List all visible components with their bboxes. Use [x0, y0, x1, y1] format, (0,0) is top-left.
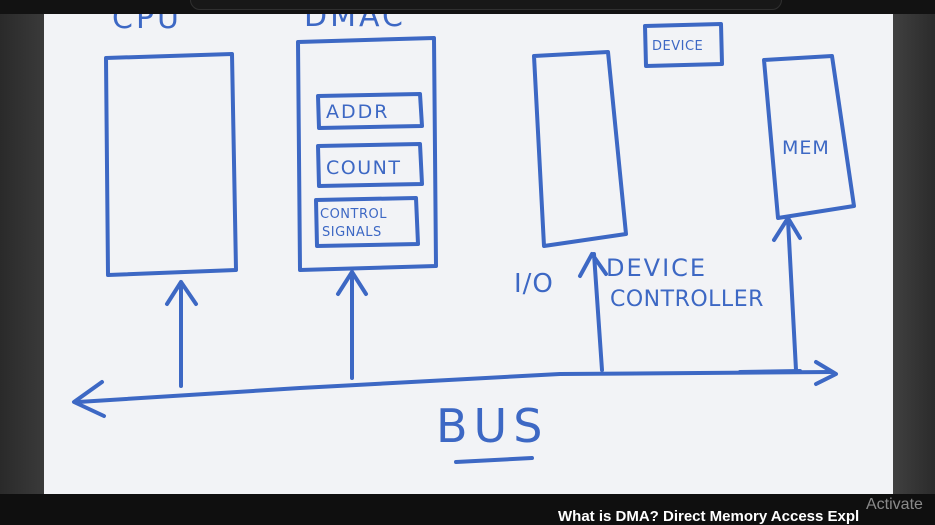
- top-bar: [0, 0, 935, 14]
- mem-label: MEM: [782, 137, 830, 159]
- bus-underline: [454, 456, 534, 464]
- io-label: I/O: [514, 269, 554, 299]
- bus-right-arrowhead: [814, 360, 838, 386]
- count-label: COUNT: [326, 157, 401, 179]
- video-player[interactable]: CPU DMAC DEVICE ADDR COUNT CONTROL SIGNA…: [0, 14, 935, 494]
- addr-label: ADDR: [326, 101, 389, 123]
- addr-register: [316, 92, 424, 130]
- control-signals-register: [314, 196, 420, 248]
- video-info-bar: [0, 494, 935, 521]
- io-controller-box: [532, 50, 628, 248]
- device-box: [643, 22, 724, 68]
- device-label: DEVICE: [652, 39, 703, 54]
- bus-left-arrowhead: [72, 380, 106, 418]
- mem-bus-arrow: [772, 216, 802, 372]
- cpu-bus-arrow: [165, 280, 198, 388]
- whiteboard-diagram: CPU DMAC DEVICE ADDR COUNT CONTROL SIGNA…: [44, 14, 893, 494]
- video-title[interactable]: What is DMA? Direct Memory Access Expl: [558, 508, 860, 525]
- bus-extra-stroke: [738, 369, 802, 374]
- dmac-box: [296, 36, 438, 272]
- background-right: [893, 14, 935, 494]
- bus-label: BUS: [436, 399, 548, 453]
- activate-windows-watermark: Activate: [866, 496, 923, 513]
- cpu-label: CPU: [112, 14, 182, 36]
- search-bar[interactable]: [190, 0, 782, 10]
- background-left: [0, 14, 44, 494]
- device-controller-line2: CONTROLLER: [610, 287, 764, 312]
- cpu-box: [104, 52, 238, 277]
- system-bus-line: [76, 370, 834, 404]
- signals-label: SIGNALS: [322, 225, 382, 240]
- dmac-bus-arrow: [336, 270, 368, 380]
- control-label: CONTROL: [320, 207, 387, 222]
- dmac-label: DMAC: [304, 14, 406, 34]
- mem-box: [762, 54, 856, 220]
- io-bus-arrow: [578, 252, 608, 372]
- device-controller-line1: DEVICE: [606, 254, 707, 282]
- count-register: [316, 142, 424, 188]
